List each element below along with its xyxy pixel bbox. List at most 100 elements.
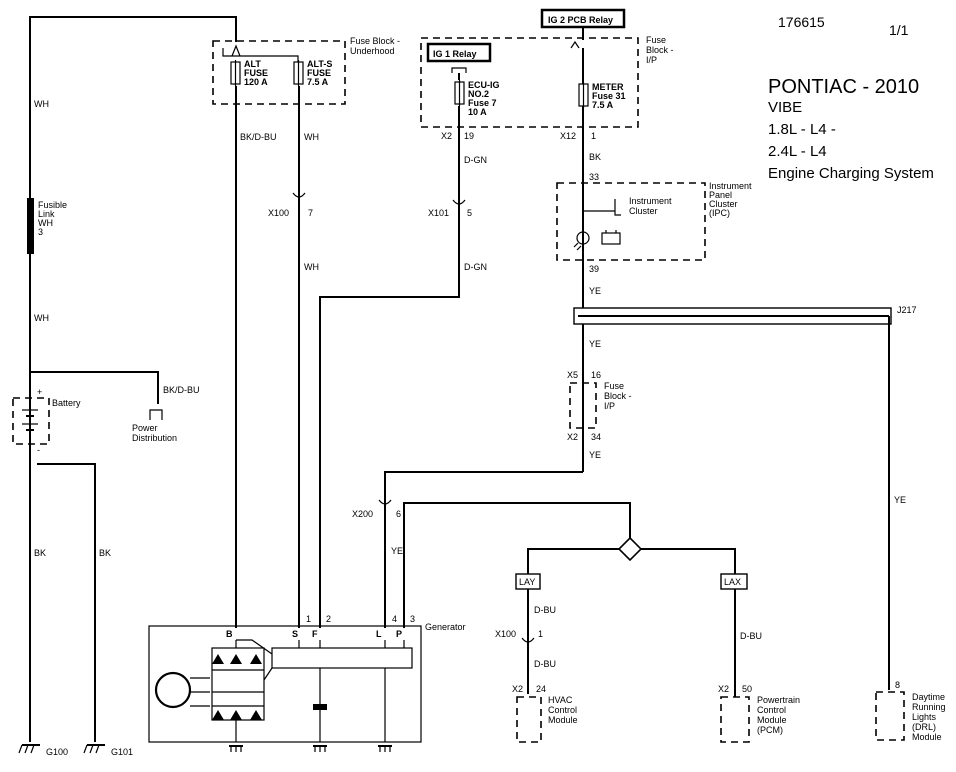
svg-text:WH: WH bbox=[304, 262, 319, 272]
alt-output-wire: BK/D-BU bbox=[235, 86, 277, 628]
svg-text:Module: Module bbox=[757, 715, 787, 725]
svg-text:+: + bbox=[37, 387, 42, 397]
svg-text:WH: WH bbox=[38, 218, 53, 228]
svg-text:YE: YE bbox=[391, 546, 403, 556]
svg-text:D-GN: D-GN bbox=[464, 262, 487, 272]
svg-text:-: - bbox=[37, 445, 40, 455]
svg-text:X100: X100 bbox=[268, 208, 289, 218]
alt-fuse: ALT FUSE 120 A bbox=[230, 59, 268, 87]
svg-text:X12: X12 bbox=[560, 131, 576, 141]
ipc-output-wire: 39 YE bbox=[582, 260, 601, 308]
svg-text:ALT: ALT bbox=[244, 59, 261, 69]
svg-text:I/P: I/P bbox=[646, 55, 657, 65]
svg-text:BK: BK bbox=[99, 548, 111, 558]
svg-text:4: 4 bbox=[392, 614, 397, 624]
system-name: Engine Charging System bbox=[768, 165, 934, 182]
svg-text:BK/D-BU: BK/D-BU bbox=[240, 132, 277, 142]
svg-text:Fusible: Fusible bbox=[38, 200, 67, 210]
svg-text:34: 34 bbox=[591, 432, 601, 442]
svg-text:X200: X200 bbox=[352, 509, 373, 519]
meter-fuse: METER Fuse 31 7.5 A bbox=[570, 40, 626, 110]
svg-text:24: 24 bbox=[536, 684, 546, 694]
model: VIBE bbox=[768, 99, 802, 116]
svg-text:7: 7 bbox=[308, 208, 313, 218]
svg-text:Running: Running bbox=[912, 702, 946, 712]
svg-text:Control: Control bbox=[548, 705, 577, 715]
generator-label: Generator bbox=[425, 622, 466, 632]
ig2-relay: IG 2 PCB Relay bbox=[540, 8, 626, 40]
meter-wire: X12 1 BK 33 bbox=[560, 106, 601, 183]
engine-1: 1.8L - L4 - bbox=[768, 121, 836, 138]
svg-text:L: L bbox=[376, 629, 382, 639]
fuse-block-underhood: Fuse Block - Underhood bbox=[212, 36, 400, 105]
svg-text:LAX: LAX bbox=[724, 577, 741, 587]
battery: + - Battery bbox=[12, 387, 81, 455]
svg-text:Panel: Panel bbox=[709, 190, 732, 200]
svg-text:NO.2: NO.2 bbox=[468, 89, 489, 99]
svg-text:METER: METER bbox=[592, 82, 624, 92]
svg-text:Control: Control bbox=[757, 705, 786, 715]
ground-g101: G101 bbox=[83, 744, 133, 757]
svg-text:1: 1 bbox=[306, 614, 311, 624]
svg-text:Powertrain: Powertrain bbox=[757, 695, 800, 705]
generator-grounds bbox=[229, 745, 392, 752]
svg-text:YE: YE bbox=[589, 286, 601, 296]
svg-text:1: 1 bbox=[591, 131, 596, 141]
svg-text:D-BU: D-BU bbox=[534, 605, 556, 615]
svg-text:IG 2 PCB Relay: IG 2 PCB Relay bbox=[548, 15, 613, 25]
svg-text:D-GN: D-GN bbox=[464, 155, 487, 165]
svg-text:120 A: 120 A bbox=[244, 77, 268, 87]
svg-text:HVAC: HVAC bbox=[548, 695, 573, 705]
ye-wire-to-generator: YE X5 16 Fuse Block - I/P X2 34 YE X200 … bbox=[352, 324, 632, 628]
svg-text:ALT-S: ALT-S bbox=[307, 59, 332, 69]
svg-text:BK: BK bbox=[34, 548, 46, 558]
svg-text:D-BU: D-BU bbox=[740, 631, 762, 641]
svg-text:D-BU: D-BU bbox=[534, 659, 556, 669]
battery-label: Battery bbox=[52, 398, 81, 408]
svg-text:WH: WH bbox=[34, 99, 49, 109]
svg-text:G100: G100 bbox=[46, 747, 68, 757]
svg-text:33: 33 bbox=[589, 172, 599, 182]
svg-text:Fuse 7: Fuse 7 bbox=[468, 98, 497, 108]
svg-text:BK: BK bbox=[589, 152, 601, 162]
svg-text:Fuse Block -: Fuse Block - bbox=[350, 36, 400, 46]
powertrain-control-module: Powertrain Control Module (PCM) bbox=[720, 695, 800, 743]
splice-j217: J217 bbox=[573, 305, 917, 325]
svg-text:1: 1 bbox=[538, 629, 543, 639]
svg-text:7.5 A: 7.5 A bbox=[307, 77, 329, 87]
fuse-block-ip: Fuse Block - I/P bbox=[420, 35, 674, 128]
svg-text:FUSE: FUSE bbox=[244, 68, 268, 78]
power-distribution: BK/D-BU Power Distribution bbox=[30, 371, 200, 443]
ground-g100: G100 bbox=[18, 744, 68, 757]
svg-text:Cluster: Cluster bbox=[629, 206, 658, 216]
svg-text:WH: WH bbox=[304, 132, 319, 142]
svg-text:X101: X101 bbox=[428, 208, 449, 218]
svg-text:WH: WH bbox=[34, 313, 49, 323]
engine-2: 2.4L - L4 bbox=[768, 143, 827, 160]
svg-text:5: 5 bbox=[467, 208, 472, 218]
svg-text:Cluster: Cluster bbox=[709, 199, 738, 209]
svg-text:ECU-IG: ECU-IG bbox=[468, 80, 500, 90]
svg-text:50: 50 bbox=[742, 684, 752, 694]
battery-feed-wire: WH WH bbox=[29, 16, 237, 742]
svg-text:BK/D-BU: BK/D-BU bbox=[163, 385, 200, 395]
svg-text:X2: X2 bbox=[718, 684, 729, 694]
svg-text:I/P: I/P bbox=[604, 401, 615, 411]
svg-text:X100: X100 bbox=[495, 629, 516, 639]
alt-s-wire: WH X100 7 WH bbox=[268, 86, 319, 628]
svg-text:Module: Module bbox=[912, 732, 942, 742]
generator: Generator B S F L P 1 2 4 3 bbox=[148, 614, 466, 743]
svg-text:S: S bbox=[292, 629, 298, 639]
page-number: 1/1 bbox=[889, 22, 909, 38]
hvac-control-module: HVAC Control Module bbox=[516, 695, 578, 743]
svg-text:Link: Link bbox=[38, 209, 55, 219]
svg-text:19: 19 bbox=[464, 131, 474, 141]
svg-text:Block -: Block - bbox=[646, 45, 674, 55]
svg-text:J217: J217 bbox=[897, 305, 917, 315]
svg-text:Power: Power bbox=[132, 423, 158, 433]
svg-text:X2: X2 bbox=[441, 131, 452, 141]
svg-text:Distribution: Distribution bbox=[132, 433, 177, 443]
svg-text:8: 8 bbox=[895, 680, 900, 690]
svg-text:LAY: LAY bbox=[519, 577, 535, 587]
svg-text:39: 39 bbox=[589, 264, 599, 274]
